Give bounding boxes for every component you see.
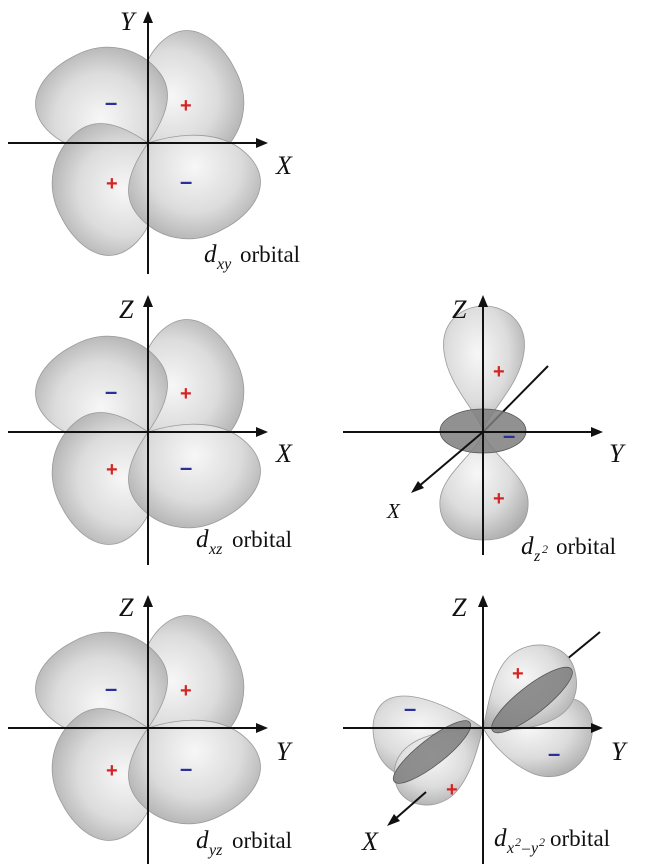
dx2y2-horizontal-axis-label: Y	[611, 737, 628, 766]
dxz-vertical-arrowhead	[143, 295, 153, 307]
dz2-vertical-arrowhead	[478, 295, 488, 307]
dx2y2-caption-sup-a: 2	[515, 835, 521, 849]
dx2y2-depth-arrowhead	[387, 814, 400, 826]
dz2-depth-axis-label: X	[386, 499, 401, 523]
dxz-sign-lower-right: –	[180, 455, 192, 480]
dxy-horizontal-arrowhead	[256, 138, 268, 148]
dxy-sign-lower-left: +	[106, 173, 118, 195]
dxz-caption-sub: xz	[208, 541, 223, 558]
dz2-vertical-axis-label: Z	[452, 295, 467, 324]
dxz-sign-lower-left: +	[106, 459, 118, 481]
dxy-sign-upper-right: +	[180, 95, 192, 117]
dyz-sign-upper-left: –	[105, 676, 117, 701]
dx2y2-caption-sub-y: y	[529, 840, 539, 857]
dx2y2-nodal-disk-left	[392, 720, 472, 784]
dz2-caption-sub: z	[533, 548, 541, 565]
dyz-sign-upper-right: +	[180, 680, 192, 702]
dyz-vertical-axis-label: Z	[119, 593, 134, 622]
dxy-vertical-axis-label: Y	[120, 7, 137, 36]
dxz-sign-upper-right: +	[180, 383, 192, 405]
dxy-caption-sub: xy	[216, 256, 232, 273]
dz2-depth-arrowhead	[411, 481, 424, 493]
dxy-caption-word: orbital	[240, 242, 300, 267]
dx2y2-caption-word: orbital	[550, 826, 610, 851]
dx2y2-sign-back: +	[512, 663, 524, 685]
dz2-caption: d z 2 orbital	[521, 533, 616, 565]
dz2-depth-axis-front	[417, 431, 484, 488]
dx2y2-caption-sup-b: 2	[539, 835, 545, 849]
dx2y2-sign-right: –	[548, 741, 560, 766]
dxz-sign-upper-left: –	[105, 379, 117, 404]
dz2-caption-sup: 2	[542, 542, 548, 556]
dz2-sign-torus: –	[503, 423, 515, 448]
panel-dyz: Z Y – + + – d yz orbital	[8, 593, 293, 864]
dxz-caption-word: orbital	[232, 527, 292, 552]
dz2-sign-lower: +	[493, 488, 505, 510]
dx2y2-sign-front: +	[446, 779, 458, 801]
dx2y2-caption: d x 2 – y 2 orbital	[494, 825, 610, 857]
dyz-caption: d yz orbital	[196, 827, 292, 859]
dyz-horizontal-axis-label: Y	[276, 737, 293, 766]
dyz-caption-word: orbital	[232, 828, 292, 853]
dxy-horizontal-axis-label: X	[275, 151, 293, 180]
dyz-caption-sub: yz	[207, 842, 223, 859]
dz2-horizontal-axis-label: Y	[609, 439, 626, 468]
panel-dxy: Y X – + + – d xy orbital	[8, 7, 300, 274]
dx2y2-depth-axis-front	[393, 791, 427, 821]
dx2y2-caption-sub-x: x	[506, 840, 514, 857]
dz2-horizontal-arrowhead	[591, 427, 603, 437]
dxy-caption: d xy orbital	[204, 241, 300, 273]
dz2-sign-upper: +	[493, 361, 505, 383]
dyz-sign-lower-right: –	[180, 756, 192, 781]
dyz-caption-d: d	[196, 827, 209, 854]
dxz-horizontal-arrowhead	[256, 427, 268, 437]
dxy-caption-d: d	[204, 241, 217, 268]
dxz-caption: d xz orbital	[196, 526, 292, 558]
dyz-sign-lower-left: +	[106, 760, 118, 782]
dz2-caption-word: orbital	[556, 534, 616, 559]
dxz-horizontal-axis-label: X	[275, 439, 293, 468]
panel-dx2y2: Z Y X – + – + d x 2 – y 2 orbital	[343, 593, 628, 864]
dx2y2-sign-left: –	[404, 696, 416, 721]
dx2y2-caption-d: d	[494, 825, 507, 852]
dx2y2-horizontal-arrowhead	[591, 723, 603, 733]
dxz-caption-d: d	[196, 526, 209, 553]
dyz-vertical-arrowhead	[143, 595, 153, 607]
panel-dz2: Z Y X + – + d z 2 orbital	[343, 295, 626, 565]
panel-dxz: Z X – + + – d xz orbital	[8, 295, 293, 565]
dxz-vertical-axis-label: Z	[119, 295, 134, 324]
dx2y2-caption-dash: –	[521, 840, 531, 857]
dz2-caption-d: d	[521, 533, 534, 560]
dxy-sign-lower-right: –	[180, 169, 192, 194]
dx2y2-vertical-axis-label: Z	[452, 593, 467, 622]
dyz-horizontal-arrowhead	[256, 723, 268, 733]
dxy-vertical-arrowhead	[143, 11, 153, 23]
dx2y2-vertical-arrowhead	[478, 595, 488, 607]
dxy-sign-upper-left: –	[105, 90, 117, 115]
dx2y2-depth-axis-label: X	[361, 827, 379, 856]
dx2y2-nodal-disk-right	[491, 666, 573, 734]
